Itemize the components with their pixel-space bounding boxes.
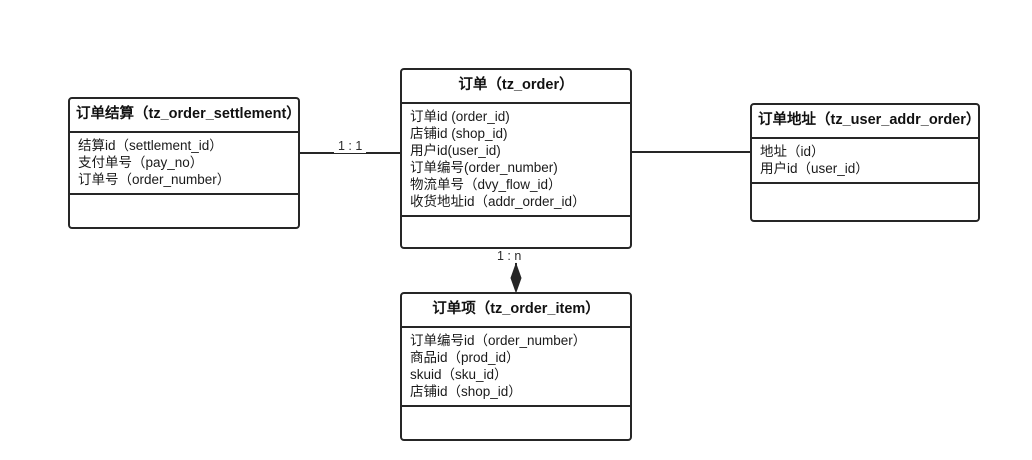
filled-diamond-marker-icon xyxy=(510,262,522,294)
relationship-label-order-item: 1 : n xyxy=(493,249,526,263)
attribute-row: 结算id（settlement_id） xyxy=(78,137,223,153)
entity-tz-order-settlement[interactable]: 订单结算（tz_order_settlement） 结算id（settlemen… xyxy=(68,97,301,229)
attribute-row: 物流单号（dvy_flow_id） xyxy=(410,176,562,192)
entity-title-tz-order-item: 订单项（tz_order_item） xyxy=(402,294,630,328)
entity-attributes-tz-order-item: 订单编号id（order_number） 商品id（prod_id） skuid… xyxy=(402,328,630,407)
entity-attributes-tz-order: 订单id (order_id) 店铺id (shop_id) 用户id(user… xyxy=(402,104,630,217)
entity-title-tz-order-settlement: 订单结算（tz_order_settlement） xyxy=(70,99,301,133)
attribute-row: 用户id（user_id） xyxy=(760,160,869,176)
entity-methods-tz-order-item xyxy=(402,407,630,439)
entity-attributes-tz-order-settlement: 结算id（settlement_id） 支付单号（pay_no） 订单号（ord… xyxy=(70,133,298,195)
relationship-label-settlement-order: 1 : 1 xyxy=(334,139,367,153)
attribute-row: 地址（id） xyxy=(760,143,825,159)
entity-tz-order-item[interactable]: 订单项（tz_order_item） 订单编号id（order_number） … xyxy=(400,292,632,441)
attribute-row: skuid（sku_id） xyxy=(410,366,508,382)
connector-order-addr xyxy=(632,151,750,153)
entity-title-tz-order: 订单（tz_order） xyxy=(402,70,630,104)
entity-methods-tz-user-addr-order xyxy=(752,184,978,220)
entity-methods-tz-order xyxy=(402,217,630,247)
attribute-row: 订单编号id（order_number） xyxy=(410,332,587,348)
attribute-row: 用户id(user_id) xyxy=(410,142,501,158)
attribute-row: 商品id（prod_id） xyxy=(410,349,520,365)
attribute-row: 收货地址id（addr_order_id） xyxy=(410,193,586,209)
entity-methods-tz-order-settlement xyxy=(70,195,298,227)
entity-tz-order[interactable]: 订单（tz_order） 订单id (order_id) 店铺id (shop_… xyxy=(400,68,632,249)
attribute-row: 订单号（order_number） xyxy=(78,171,231,187)
attribute-row: 订单id (order_id) xyxy=(410,108,510,124)
entity-tz-user-addr-order[interactable]: 订单地址（tz_user_addr_order） 地址（id） 用户id（use… xyxy=(750,103,980,222)
connector-settlement-order xyxy=(300,152,400,154)
attribute-row: 支付单号（pay_no） xyxy=(78,154,204,170)
attribute-row: 店铺id（shop_id） xyxy=(410,383,522,399)
attribute-row: 店铺id (shop_id) xyxy=(410,125,508,141)
attribute-row: 订单编号(order_number) xyxy=(410,159,558,175)
entity-attributes-tz-user-addr-order: 地址（id） 用户id（user_id） xyxy=(752,139,978,184)
entity-title-tz-user-addr-order: 订单地址（tz_user_addr_order） xyxy=(752,105,980,139)
